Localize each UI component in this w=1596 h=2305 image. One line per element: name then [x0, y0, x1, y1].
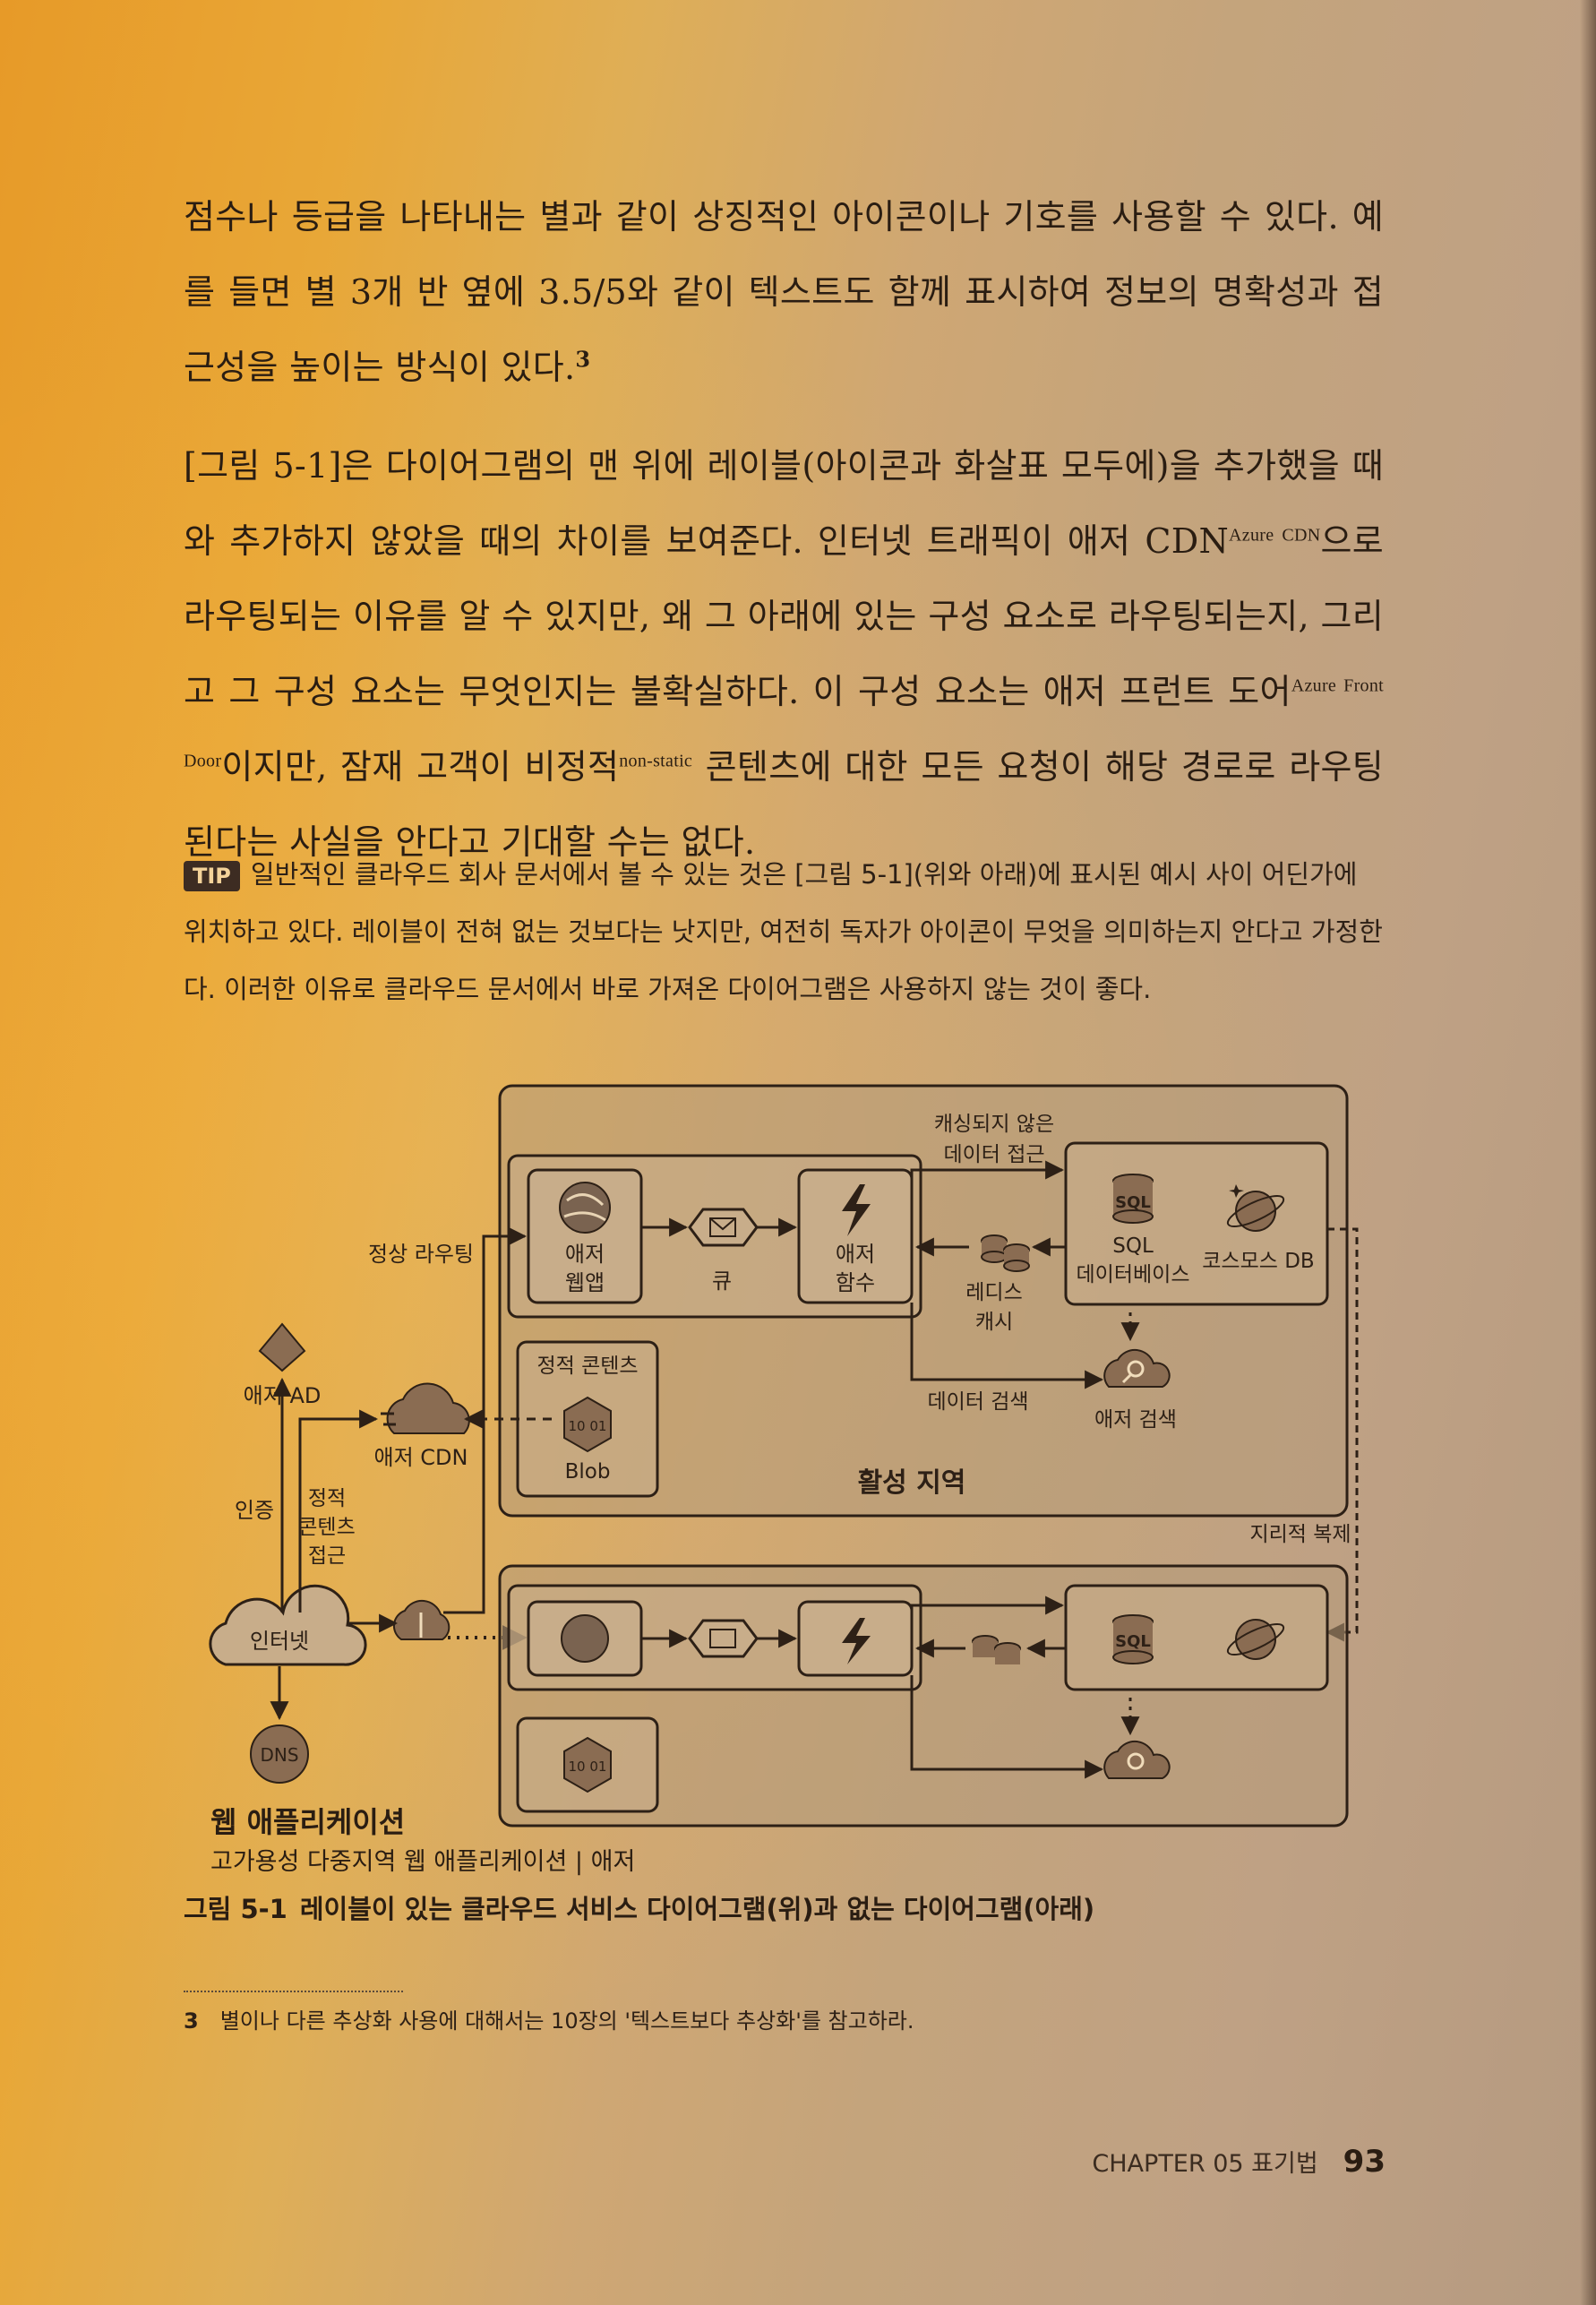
- dns-label: DNS: [260, 1744, 298, 1766]
- uncached-label-2: 데이터 접근: [943, 1143, 1044, 1166]
- app-title: 웹 애플리케이션: [210, 1805, 406, 1839]
- active-region-label: 활성 지역: [858, 1467, 966, 1499]
- page-footer: CHAPTER 05 표기법 93: [1092, 2144, 1386, 2180]
- webapp-label-1: 애저: [565, 1242, 605, 1267]
- secondary-webapp-icon: [561, 1614, 609, 1663]
- paragraph-1-text: 점수나 등급을 나타내는 별과 같이 상징적인 아이콘이나 기호를 사용할 수 …: [184, 197, 1384, 387]
- auth-label: 인증: [235, 1498, 274, 1523]
- sup-azure-front-door: Azure Front Door: [184, 675, 1384, 771]
- page-number: 93: [1343, 2144, 1386, 2180]
- paragraph-2-part-1: [그림 5-1]은 다이어그램의 맨 위에 레이블(아이콘과 화살표 모두에)을…: [184, 446, 1384, 561]
- footnote-number: 3: [184, 2008, 199, 2034]
- queue-icon: [688, 1208, 759, 1247]
- function-label-2: 함수: [836, 1270, 875, 1295]
- webapp-icon: [559, 1182, 611, 1234]
- secondary-lightning-icon: [842, 1618, 871, 1664]
- geo-replication-label: 지리적 복제: [1249, 1523, 1351, 1546]
- secondary-data-box: [1064, 1584, 1329, 1691]
- static-access-label-3: 접근: [308, 1544, 346, 1568]
- figure-caption: 그림 5-1 레이블이 있는 클라우드 서비스 다이어그램(위)과 없는 다이어그…: [184, 1888, 1094, 1926]
- cosmos-db-icon: [1226, 1184, 1285, 1232]
- footnote-divider: [184, 1991, 403, 1992]
- cosmos-label: 코스모스 DB: [1202, 1250, 1314, 1273]
- function-card: [797, 1168, 914, 1304]
- redis-cache-icon: [981, 1234, 1030, 1272]
- dns-icon: [250, 1724, 309, 1784]
- secondary-cosmos-icon: [1226, 1619, 1285, 1660]
- redis-label-1: 레디스: [965, 1281, 1022, 1304]
- function-label-1: 애저: [836, 1242, 875, 1267]
- tip-text: 일반적인 클라우드 회사 문서에서 볼 수 있는 것은 [그림 5-1](위와 …: [184, 859, 1383, 1004]
- blob-label: Blob: [565, 1460, 611, 1484]
- search-icon: [1103, 1348, 1171, 1388]
- paragraph-1: 점수나 등급을 나타내는 별과 같이 상징적인 아이콘이나 기호를 사용할 수 …: [184, 179, 1384, 405]
- page-edge-shadow: [1580, 0, 1596, 2305]
- app-subtitle: 고가용성 다중지역 웹 애플리케이션 | 애저: [210, 1848, 636, 1876]
- internet-label: 인터넷: [250, 1629, 309, 1654]
- blob-icon-text: 10 01: [569, 1418, 607, 1434]
- lightning-icon: [842, 1184, 871, 1236]
- redis-label-2: 캐시: [975, 1311, 1013, 1334]
- paragraph-2-part-3: 이지만, 잠재 고객이 비정적: [221, 747, 620, 787]
- azure-search-label: 애저 검색: [1094, 1408, 1177, 1432]
- sup-azure-cdn: Azure CDN: [1229, 525, 1321, 546]
- chapter-label: CHAPTER 05 표기법: [1092, 2150, 1318, 2178]
- secondary-sql-icon: SQL: [1112, 1614, 1154, 1664]
- sql-icon-text: SQL: [1115, 1193, 1151, 1212]
- caption-text: 레이블이 있는 클라우드 서비스 다이어그램(위)과 없는 다이어그램(아래): [299, 1894, 1095, 1924]
- uncached-label-1: 캐싱되지 않은: [934, 1113, 1054, 1136]
- secondary-search-icon: [1103, 1740, 1171, 1779]
- queue-label: 큐: [712, 1269, 732, 1294]
- secondary-redis-icon: [972, 1635, 1021, 1664]
- tip-badge: TIP: [184, 861, 240, 891]
- blob-icon: [563, 1396, 612, 1453]
- footnote-text: 별이나 다른 추상화 사용에 대해서는 10장의 '텍스트보다 추상화'를 참고…: [219, 2008, 914, 2034]
- webapp-label-2: 웹앱: [565, 1270, 605, 1295]
- paragraph-2-part-2: 으로 라우팅되는 이유를 알 수 있지만, 왜 그 아래에 있는 구성 요소로 …: [184, 521, 1384, 711]
- azure-ad-icon: [258, 1322, 306, 1372]
- footnote-ref: 3: [575, 346, 591, 373]
- secondary-blob-icon: [563, 1736, 612, 1793]
- webapp-card: [527, 1168, 643, 1304]
- caption-number: 그림 5-1: [184, 1894, 287, 1924]
- data-search-label: 데이터 검색: [927, 1390, 1028, 1414]
- static-access-label-1: 정적: [308, 1487, 346, 1510]
- paragraph-2: [그림 5-1]은 다이어그램의 맨 위에 레이블(아이콘과 화살표 모두에)을…: [184, 428, 1384, 880]
- sql-database-icon: SQL: [1112, 1174, 1154, 1224]
- static-content-label: 정적 콘텐츠: [536, 1355, 638, 1378]
- normal-routing-label: 정상 라우팅: [368, 1242, 474, 1267]
- sup-non-static: non-static: [619, 751, 693, 771]
- static-access-label-2: 콘텐츠: [298, 1516, 355, 1539]
- secondary-blob-icon-text: 10 01: [569, 1759, 607, 1775]
- sql-label-2: 데이터베이스: [1077, 1263, 1190, 1286]
- secondary-queue-icon: [688, 1619, 759, 1658]
- sql-label-1: SQL: [1112, 1234, 1154, 1258]
- paragraph-2-part-4: 콘텐츠에 대한 모든 요청이 해당 경로로 라우팅된다는 사실을 안다고 기대할…: [184, 747, 1384, 862]
- footnote: 3 별이나 다른 추상화 사용에 대해서는 10장의 '텍스트보다 추상화'를 참…: [184, 2003, 914, 2034]
- internet-cloud-icon: [209, 1584, 367, 1666]
- cdn-cloud-icon: [381, 1382, 470, 1434]
- secondary-sql-icon-text: SQL: [1115, 1632, 1151, 1651]
- azure-cdn-label: 애저 CDN: [374, 1445, 468, 1470]
